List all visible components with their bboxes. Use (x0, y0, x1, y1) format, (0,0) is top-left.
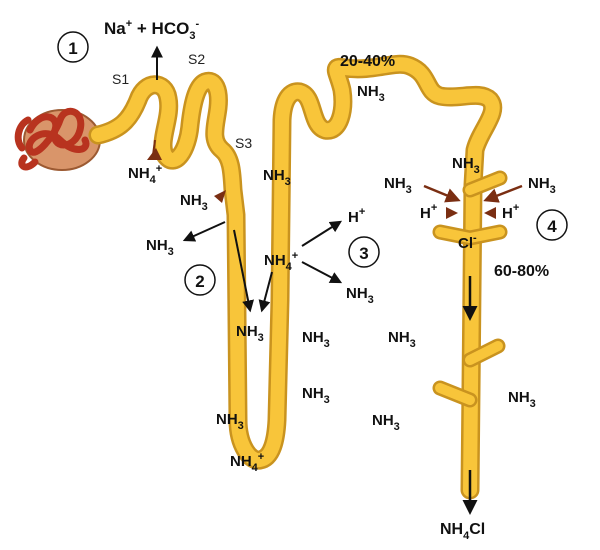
label-h-step4-right: H+ (502, 202, 519, 222)
label-nh3-interstitium-2: NH3 (388, 329, 416, 350)
percent-upper: 20-40% (340, 53, 395, 70)
svg-text:Na+ + HCO3-: Na+ + HCO3- (104, 18, 199, 42)
svg-text:4: 4 (547, 217, 557, 236)
svg-text:3: 3 (359, 244, 368, 263)
arrow-nh4-to-nh3 (258, 271, 273, 313)
arrow-nh3-release (301, 261, 343, 284)
label-cl: Cl- (458, 232, 477, 252)
label-nh3-s3: NH3 (180, 192, 208, 213)
label-h-step3: H+ (348, 206, 365, 226)
arrow-nh3-to-limb (233, 229, 255, 313)
label-h-step4-left: H+ (420, 202, 437, 222)
label-nh3-step4-right: NH3 (528, 175, 556, 196)
segment-label-s3: S3 (235, 135, 252, 151)
step-marker-1: 1 (57, 31, 89, 63)
label-nh4-ascending: NH4+ (264, 250, 298, 273)
arrow-nh3-into-duct-right (483, 184, 523, 203)
label-nh3-interstitium-4: NH3 (372, 412, 400, 433)
arrowhead-h-right (484, 207, 496, 219)
label-nh4-s1: NH4+ (128, 163, 162, 186)
arrow-h-release (301, 220, 343, 247)
step-marker-3: 3 (348, 236, 380, 268)
glomerulus (14, 107, 101, 171)
step-marker-4: 4 (536, 209, 568, 241)
label-nh3-distal: NH3 (357, 83, 385, 104)
label-nh3-interstitium-5: NH3 (508, 389, 536, 410)
arrow-nh3-out-step2 (182, 221, 226, 242)
label-nh3-loop: NH3 (216, 411, 244, 432)
label-nh4-loop: NH4+ (230, 451, 264, 474)
label-nh3-step2-out: NH3 (146, 237, 174, 258)
percent-lower: 60-80% (494, 263, 549, 280)
arrow-nh3-into-duct-left (423, 184, 461, 203)
step-marker-2: 2 (184, 264, 216, 296)
label-nh3-interstitium-1: NH3 (302, 329, 330, 350)
label-nh3-step4-left: NH3 (384, 175, 412, 196)
label-nh3-descending: NH3 (236, 323, 264, 344)
svg-text:1: 1 (68, 39, 77, 58)
segment-label-s1: S1 (112, 71, 129, 87)
label-nh3-duct-top: NH3 (452, 155, 480, 176)
label-nh4cl-output: NH4Cl (440, 521, 485, 542)
arrowhead-nh3-s3 (214, 190, 226, 203)
label-nh3-step3: NH3 (346, 285, 374, 306)
tubule (88, 54, 508, 500)
arrowhead-nh4-s1 (147, 148, 162, 160)
segment-label-s2: S2 (188, 51, 205, 67)
sodium-bicarbonate-label: Na+ + HCO3- (104, 18, 199, 42)
arrowhead-h-left (446, 207, 458, 219)
svg-text:2: 2 (195, 272, 204, 291)
label-nh3-ascending: NH3 (263, 167, 291, 188)
label-nh3-interstitium-3: NH3 (302, 385, 330, 406)
